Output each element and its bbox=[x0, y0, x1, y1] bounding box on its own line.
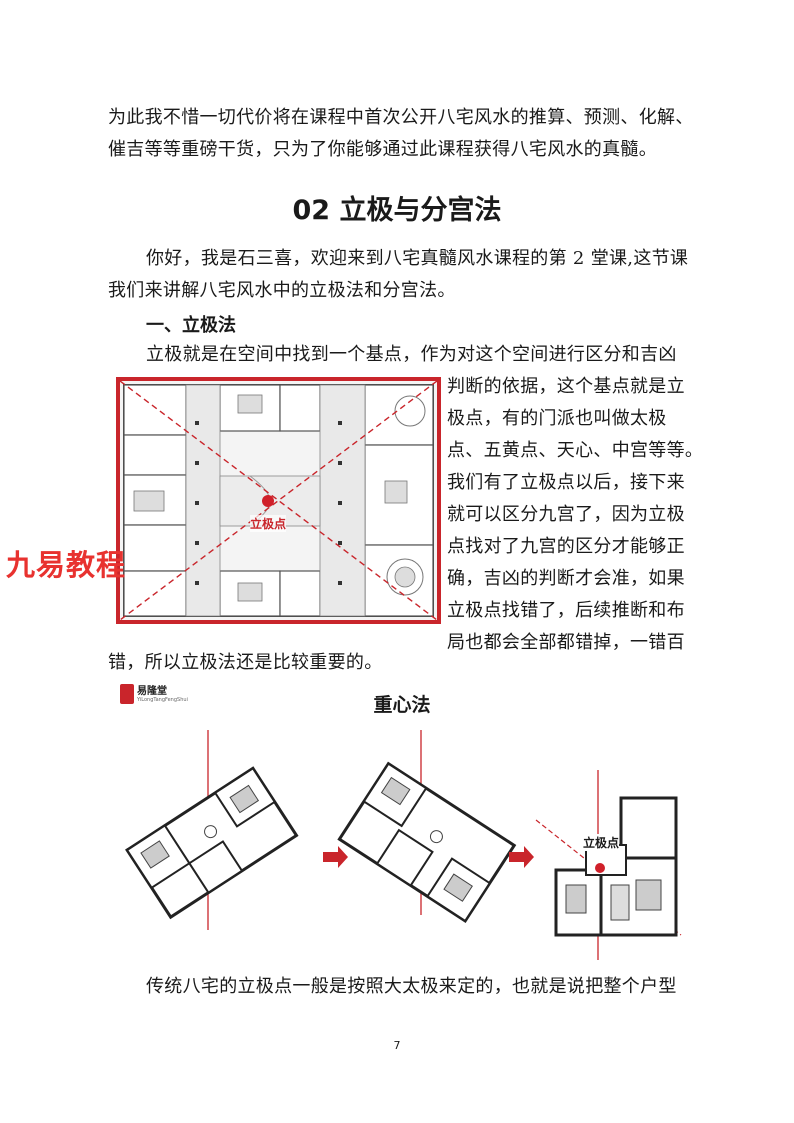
logo-text: 易隆堂 bbox=[137, 685, 167, 697]
watermark-text: 九易教程 bbox=[6, 548, 127, 582]
logo-subtext: YiLongTangFengShui bbox=[137, 696, 188, 703]
para2-wrap-line: 确，吉凶的判断才会准，如果 bbox=[447, 568, 685, 589]
section-heading: 一、立极法 bbox=[146, 315, 236, 336]
page-title: 02 立极与分宫法 bbox=[292, 195, 502, 226]
para2-wrap-line: 就可以区分九宫了，因为立极 bbox=[447, 504, 685, 525]
taiji-point-label: 立极点 bbox=[250, 515, 287, 532]
para2-wrap-line: 极点，有的门派也叫做太极 bbox=[447, 408, 667, 429]
para2-wrap-line: 判断的依据，这个基点就是立 bbox=[447, 376, 685, 397]
center-of-gravity-figure: 易隆堂 YiLongTangFengShui 重心法 bbox=[116, 680, 688, 970]
para1-line-2: 我们来讲解八宅风水中的立极法和分宫法。 bbox=[108, 280, 456, 301]
para2-wrap-line: 点、五黄点、天心、中宫等等。 bbox=[447, 440, 704, 461]
intro-line-2: 催吉等等重磅干货，只为了你能够通过此课程获得八宅风水的真髓。 bbox=[108, 139, 657, 160]
para1-line-1: 你好，我是石三喜，欢迎来到八宅真髓风水课程的第 2 堂课,这节课 bbox=[146, 248, 689, 269]
para3-line: 传统八宅的立极点一般是按照大太极来定的，也就是说把整个户型 bbox=[146, 976, 677, 997]
para2-last-line: 错，所以立极法还是比较重要的。 bbox=[108, 652, 383, 673]
para2-line-1: 立极就是在空间中找到一个基点，作为对这个空间进行区分和吉凶 bbox=[146, 344, 677, 365]
logo-mark-icon bbox=[120, 684, 134, 704]
para2-wrap-line: 局也都会全部都错掉，一错百 bbox=[447, 632, 685, 653]
diagram-title: 重心法 bbox=[373, 694, 431, 716]
logo: 易隆堂 YiLongTangFengShui bbox=[120, 684, 188, 704]
floorplan-figure: 立极点 bbox=[116, 377, 441, 624]
page-number: 7 bbox=[393, 1039, 401, 1052]
para2-wrap-line: 点找对了九宫的区分才能够正 bbox=[447, 536, 685, 557]
para2-wrap-line: 立极点找错了，后续推断和布 bbox=[447, 600, 685, 621]
diagram-taiji-label: 立极点 bbox=[583, 834, 620, 851]
diagram-drawing bbox=[125, 730, 682, 960]
para2-wrap-line: 我们有了立极点以后，接下来 bbox=[447, 472, 685, 493]
intro-line-1: 为此我不惜一切代价将在课程中首次公开八宅风水的推算、预测、化解、 bbox=[108, 107, 694, 128]
floorplan-drawing bbox=[119, 380, 438, 621]
